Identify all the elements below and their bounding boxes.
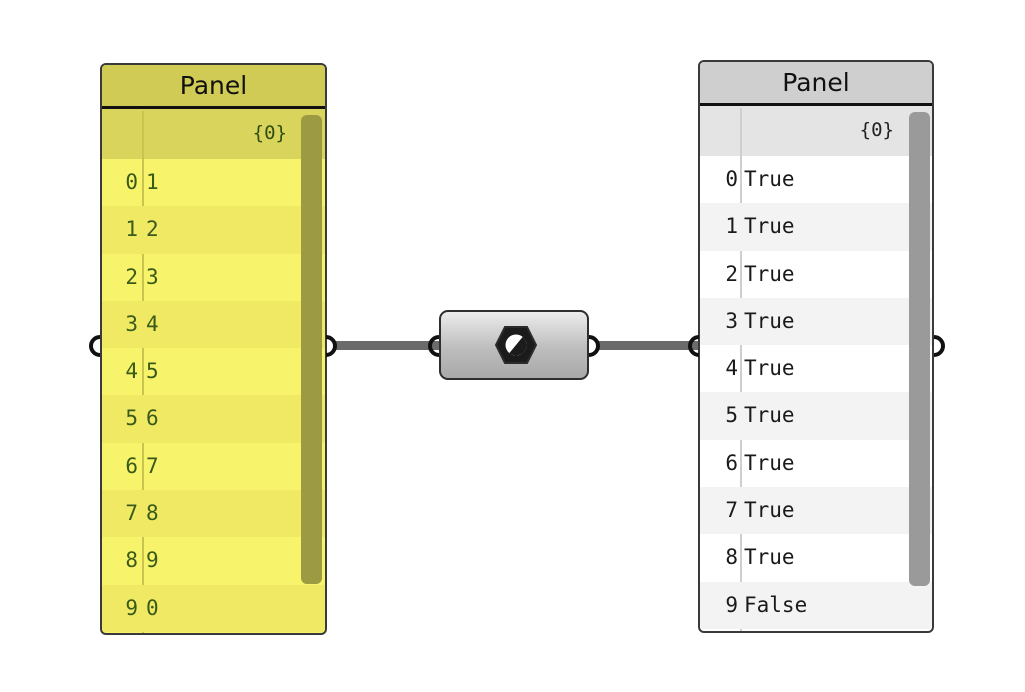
item-value: True bbox=[744, 450, 795, 475]
right-panel-input-grip[interactable] bbox=[685, 334, 701, 358]
panel-title: Panel bbox=[102, 65, 325, 109]
scrollbar[interactable] bbox=[909, 112, 930, 586]
right-panel-output-grip[interactable] bbox=[932, 334, 948, 358]
component-input-grip[interactable] bbox=[425, 334, 441, 358]
item-value: 7 bbox=[146, 453, 159, 478]
item-value: True bbox=[744, 403, 795, 428]
wire-component-to-right bbox=[597, 341, 698, 350]
item-value: 2 bbox=[146, 217, 159, 242]
item-index: 1 bbox=[125, 217, 138, 242]
item-index: 8 bbox=[125, 548, 138, 573]
item-index: 7 bbox=[725, 498, 738, 523]
item-value: 8 bbox=[146, 501, 159, 526]
boolean-component[interactable] bbox=[439, 310, 589, 380]
item-index: 2 bbox=[725, 261, 738, 286]
item-index: 0 bbox=[125, 170, 138, 194]
item-index: 1 bbox=[725, 214, 738, 239]
index-divider bbox=[142, 111, 144, 633]
item-index: 4 bbox=[125, 359, 138, 384]
item-value: 4 bbox=[146, 311, 159, 336]
item-index: 4 bbox=[725, 356, 738, 381]
item-index: 9 bbox=[725, 592, 738, 617]
item-value: True bbox=[744, 545, 795, 570]
scrollbar[interactable] bbox=[301, 115, 322, 584]
item-index: 6 bbox=[725, 450, 738, 475]
path-header: {0} bbox=[700, 106, 932, 156]
item-value: True bbox=[744, 356, 795, 381]
path-header: {0} bbox=[102, 109, 325, 159]
index-divider bbox=[740, 108, 742, 631]
item-index: 8 bbox=[725, 545, 738, 570]
item-index: 2 bbox=[125, 264, 138, 289]
item-value: True bbox=[744, 167, 795, 191]
item-value: 5 bbox=[146, 359, 159, 384]
component-output-grip[interactable] bbox=[587, 334, 603, 358]
item-value: True bbox=[744, 261, 795, 286]
wire-left-to-component bbox=[335, 341, 439, 350]
item-value: 6 bbox=[146, 406, 159, 431]
boolean-toggle-icon bbox=[494, 326, 538, 364]
item-value: 1 bbox=[146, 170, 159, 194]
path-label: {0} bbox=[252, 122, 287, 144]
item-value: False bbox=[744, 592, 808, 617]
panel-title: Panel bbox=[700, 62, 932, 106]
item-value: 9 bbox=[146, 548, 159, 573]
item-value: 3 bbox=[146, 264, 159, 289]
left-panel-output-grip[interactable] bbox=[324, 334, 340, 358]
item-value: True bbox=[744, 308, 795, 333]
item-value: True bbox=[744, 498, 795, 523]
item-value: True bbox=[744, 214, 795, 239]
item-index: 9 bbox=[125, 595, 138, 620]
item-index: 3 bbox=[725, 308, 738, 333]
path-label: {0} bbox=[859, 119, 894, 141]
item-index: 6 bbox=[125, 453, 138, 478]
item-index: 5 bbox=[125, 406, 138, 431]
item-value: 0 bbox=[146, 595, 159, 620]
item-index: 5 bbox=[725, 403, 738, 428]
item-index: 0 bbox=[725, 167, 738, 191]
item-index: 3 bbox=[125, 311, 138, 336]
left-panel-input-grip[interactable] bbox=[86, 334, 102, 358]
item-index: 7 bbox=[125, 501, 138, 526]
